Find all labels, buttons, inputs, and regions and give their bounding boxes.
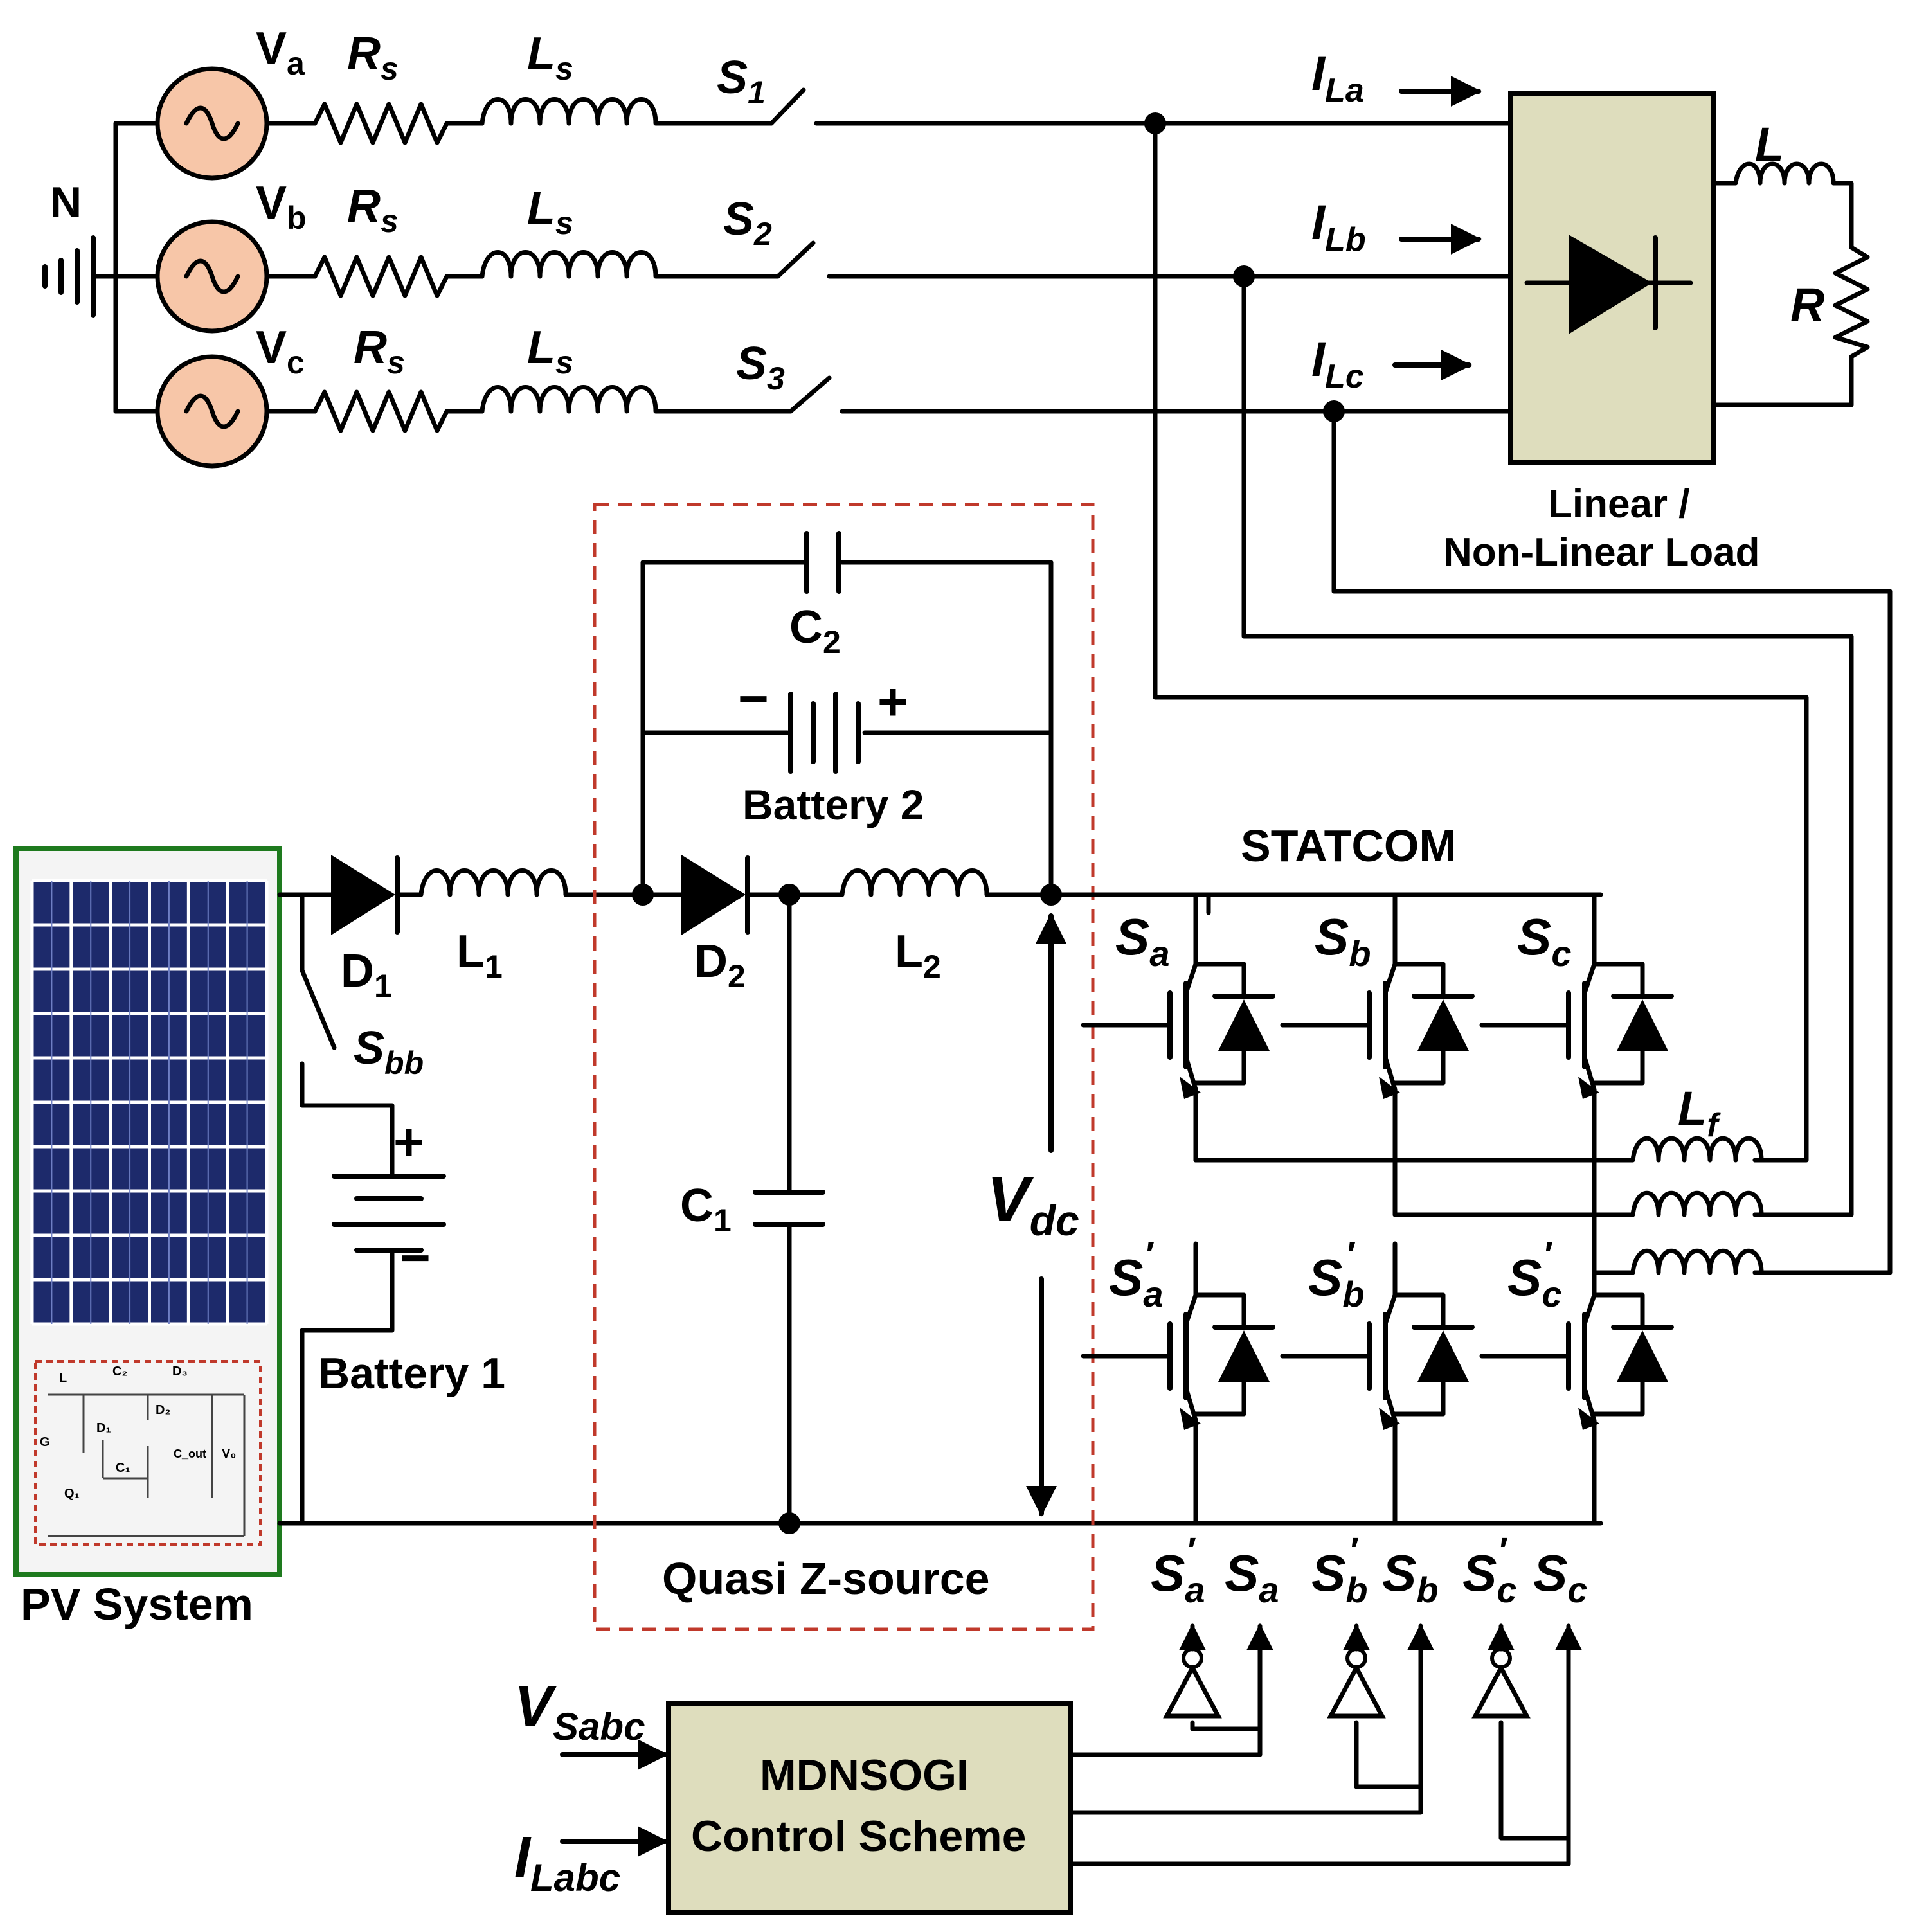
vb-label: Vb [256,177,307,236]
l1-label: L1 [456,926,503,985]
va-label: Va [256,23,305,82]
sa-label: Sa [1115,908,1170,974]
statcom-title: STATCOM [1241,821,1457,871]
d1-diode-icon [331,855,400,935]
battery1-minus: − [400,1229,431,1287]
ground-icon [42,235,118,318]
ac-source-section: N Va Rs Ls S1 [42,23,1513,469]
rs-a-label: Rs [347,28,399,87]
gate-sa: Sa [1225,1544,1279,1610]
inset-cout: C_out [174,1447,206,1460]
inset-d2: D₂ [156,1403,170,1417]
load-r-label: R [1790,278,1824,332]
quasi-z-source: Quasi Z-source C2 − + Battery 2 D2 L2 [593,503,1211,1631]
inset-q1: Q₁ [64,1487,80,1501]
s2-label: S2 [723,193,772,252]
gate-driver-c [1068,1623,1582,1866]
sc-prime-label: Sc′ [1508,1234,1562,1314]
statcom-leg-a [1081,892,1764,1526]
load-section: L R Linear / Non-Linear Load [1443,91,1870,575]
phase-b [155,219,1513,334]
battery2-plus: + [878,673,908,731]
battery1-icon [332,1174,446,1253]
inset-c1: C₁ [116,1461,130,1475]
sa-prime-label: Sa′ [1109,1234,1164,1314]
pv-panel-icon [30,879,269,1326]
l2-label: L2 [895,926,941,985]
statcom-leg-b [1280,892,1764,1526]
battery2-icon [788,692,861,774]
load-title-line2: Non-Linear Load [1443,530,1760,575]
d1-label: D1 [341,945,392,1004]
qz-title: Quasi Z-source [662,1553,990,1604]
vsabc-label: VSabc [514,1674,645,1748]
inset-g: G [40,1435,50,1449]
qz-boundary [593,503,1095,1631]
pv-system: L C₂ D₃ D₁ D₂ C₁ C_out V₀ G Q₁ PV System… [14,846,1603,1629]
inset-c2: C₂ [113,1364,127,1379]
vdc-label: Vdc [987,1163,1079,1244]
c1-capacitor-icon [753,1190,825,1227]
phase-a [155,66,1513,181]
d2-diode-icon [681,855,750,935]
c2-capacitor-icon [804,531,842,594]
inset-l: L [59,1371,67,1385]
vc-label: Vc [256,322,305,380]
statcom: STATCOM Lf Sa Sb Sc Sa′ Sb′ Sc′ [1081,821,1764,1526]
load-title-line1: Linear / [1548,482,1690,526]
battery1-label: Battery 1 [318,1349,505,1398]
control-block: MDNSOGI Control Scheme VSabc ILabc [514,1674,1073,1915]
battery1-plus: + [393,1113,424,1172]
sc-label: Sc [1517,908,1572,974]
inset-d3: D₃ [172,1364,188,1379]
lf-label: Lf [1678,1082,1721,1144]
d2-label: D2 [694,936,746,994]
phase-c [155,354,1513,469]
sb-label: Sb [1315,908,1371,974]
gate-sa-prime: Sa′ [1151,1530,1205,1610]
s1-label: S1 [717,52,766,111]
ls-c-label: Ls [527,322,573,380]
gate-driver-a [1068,1623,1274,1757]
ls-b-label: Ls [527,183,573,241]
gate-sc-prime: Sc′ [1462,1530,1517,1610]
load-l-label: L [1755,118,1784,171]
s3-label: S3 [736,338,785,397]
gate-signals: Sa′ Sa Sb′ Sb Sc′ Sc [1068,1530,1588,1866]
inset-vo: V₀ [222,1447,236,1461]
c1-label: C1 [680,1180,732,1239]
control-title-line1: MDNSOGI [760,1751,969,1800]
pv-inset-schematic: L C₂ D₃ D₁ D₂ C₁ C_out V₀ G Q₁ [34,1360,262,1546]
rs-c-label: Rs [354,322,405,380]
inset-d1: D₁ [96,1421,111,1435]
rs-b-label: Rs [347,181,399,239]
control-title-line2: Control Scheme [691,1812,1026,1861]
gate-sb: Sb [1382,1544,1439,1610]
control-box [666,1701,1073,1915]
gate-driver-b [1068,1623,1434,1815]
ila-label: ILa [1311,46,1364,109]
c2-label: C2 [789,602,841,660]
pv-title: PV System [21,1579,253,1629]
gate-sb-prime: Sb′ [1311,1530,1368,1610]
statcom-leg-c [1479,892,1764,1526]
battery2-label: Battery 2 [742,781,924,828]
neutral-label: N [50,178,82,227]
ilabc-label: ILabc [514,1825,620,1899]
sbb-label: Sbb [354,1023,424,1081]
battery2-minus: − [738,670,769,728]
ls-a-label: Ls [527,28,573,87]
sb-prime-label: Sb′ [1308,1234,1365,1314]
load-diode-icon [1524,235,1693,334]
ilc-label: ILc [1311,332,1364,395]
pcc-feeders [1144,112,1893,1275]
ilb-label: ILb [1311,195,1366,258]
gate-sc: Sc [1533,1544,1588,1610]
